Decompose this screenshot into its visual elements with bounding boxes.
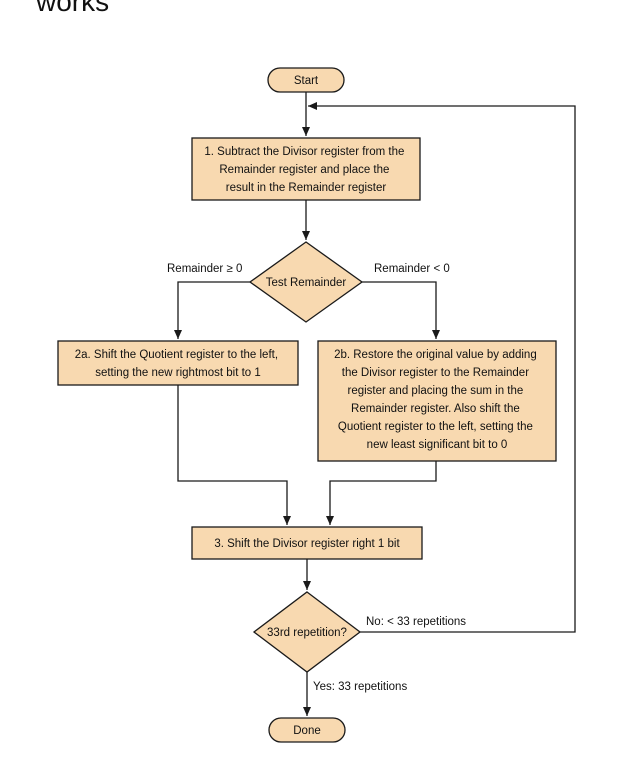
step2b-line: the Divisor register to the Remainder <box>342 367 529 379</box>
step1-subtract-box <box>191 137 421 201</box>
branch-label-ge: Remainder ≥ 0 <box>167 263 242 275</box>
arrow-no-loop-back <box>308 102 576 633</box>
step2b-line: Remainder register. Also shift the <box>351 403 520 415</box>
arrow-step2a-to-step3 <box>177 385 291 525</box>
step1-line: 1. Subtract the Divisor register from th… <box>204 146 404 158</box>
arrow-step2b-to-step3 <box>326 461 437 525</box>
branch-label-lt: Remainder < 0 <box>374 263 450 275</box>
step2a-text: 2a. Shift the Quotient register to the l… <box>75 349 282 379</box>
step1-line: result in the Remainder register <box>226 182 387 194</box>
page-heading: works <box>36 0 110 17</box>
repetition-label: 33rd repetition? <box>267 627 347 639</box>
step2a-box <box>57 340 299 386</box>
done-label: Done <box>293 725 321 737</box>
step2b-line: 2b. Restore the original value by adding <box>334 349 537 361</box>
label-yes-repetitions: Yes: 33 repetitions <box>313 681 407 693</box>
arrow-test-to-step2a <box>174 281 250 339</box>
step2b-line: Quotient register to the left, setting t… <box>338 421 533 433</box>
step3-text: 3. Shift the Divisor register right 1 bi… <box>214 538 400 550</box>
step2b-box <box>317 340 557 462</box>
step2b-text: 2b. Restore the original value by adding… <box>334 349 540 451</box>
test-remainder-label: Test Remainder <box>266 277 347 289</box>
step2b-line: new least significant bit to 0 <box>367 439 508 451</box>
test-remainder-decision <box>248 241 364 323</box>
step1-text: 1. Subtract the Divisor register from th… <box>204 146 407 194</box>
step1-line: Remainder register and place the <box>219 164 389 176</box>
step2a-line: setting the new rightmost bit to 1 <box>95 367 261 379</box>
label-no-repetitions: No: < 33 repetitions <box>366 616 466 628</box>
step2a-line: 2a. Shift the Quotient register to the l… <box>75 349 278 361</box>
step3-box <box>191 526 423 560</box>
step2b-line: register and placing the sum in the <box>348 385 524 397</box>
arrow-test-to-step2b <box>362 281 440 339</box>
start-label: Start <box>294 75 319 87</box>
done-terminator <box>268 717 346 743</box>
